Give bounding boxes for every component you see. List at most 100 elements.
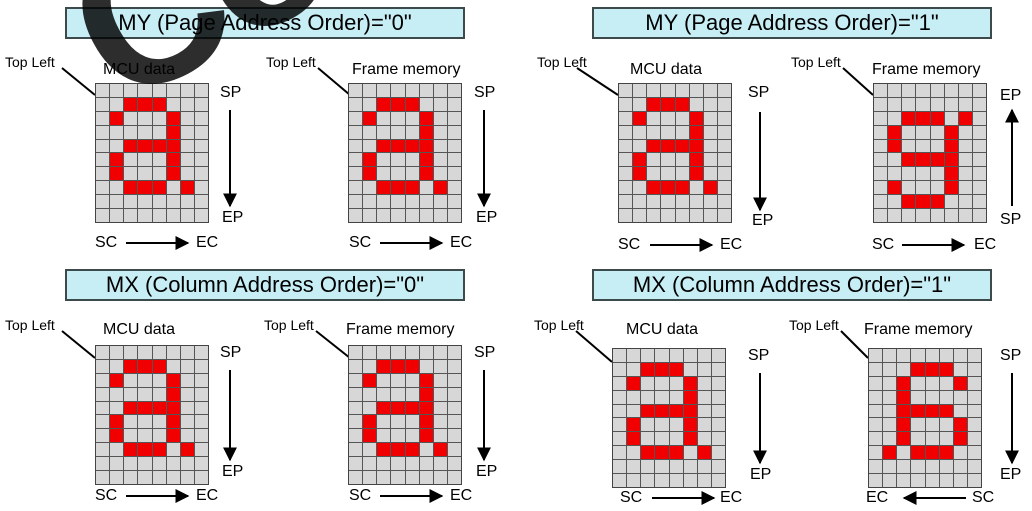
pixel-off: [627, 404, 641, 418]
pixel-off: [902, 139, 916, 153]
pixel-off: [641, 474, 655, 487]
pixel-on: [152, 401, 166, 415]
pixel-off: [138, 153, 152, 167]
sp-label: SP: [474, 84, 496, 101]
pixel-off: [916, 209, 930, 222]
pixel-off: [902, 209, 916, 222]
pixel-off: [377, 84, 391, 97]
pixel-off: [641, 460, 655, 474]
pixel-off: [697, 432, 711, 446]
pixel-off: [363, 471, 377, 484]
pixel-off: [96, 401, 110, 415]
pixel-on: [419, 139, 433, 153]
pixel-off: [647, 125, 661, 139]
pixel-on: [689, 153, 703, 167]
pixel-off: [669, 418, 683, 432]
pixel-off: [194, 373, 208, 387]
pixel-off: [916, 139, 930, 153]
pixel-off: [194, 167, 208, 181]
pixel-off: [96, 153, 110, 167]
pixel-on: [363, 153, 377, 167]
pixel-on: [944, 153, 958, 167]
pixel-off: [194, 195, 208, 209]
pixel-off: [124, 84, 138, 97]
pixel-off: [377, 457, 391, 471]
pixel-off: [953, 349, 967, 362]
pixel-off: [888, 209, 902, 222]
pixel-off: [419, 457, 433, 471]
pixel-off: [96, 139, 110, 153]
pixel-on: [363, 373, 377, 387]
pixel-off: [349, 84, 363, 97]
pixel-on: [944, 167, 958, 181]
pixel-off: [711, 418, 725, 432]
pixel-off: [916, 97, 930, 111]
pixel-on: [377, 401, 391, 415]
ep-label: EP: [222, 463, 244, 480]
ep-label: EP: [752, 212, 774, 229]
pixel-off: [349, 429, 363, 443]
pixel-on: [110, 167, 124, 181]
pixel-off: [703, 153, 717, 167]
pixel-off: [180, 167, 194, 181]
pixel-off: [180, 387, 194, 401]
pixel-off: [619, 181, 633, 195]
pixel-off: [613, 404, 627, 418]
pixel-off: [613, 349, 627, 362]
pixel-on: [939, 446, 953, 460]
pixel-off: [405, 471, 419, 484]
pixel-on: [633, 167, 647, 181]
pixel-off: [972, 84, 986, 97]
pixel-off: [447, 195, 461, 209]
pixel-off: [925, 349, 939, 362]
ec-label: EC: [720, 489, 743, 506]
pixel-off: [349, 139, 363, 153]
pixel-off: [613, 432, 627, 446]
pixel-off: [661, 125, 675, 139]
top-left-leader-my0-mcu: [61, 67, 96, 96]
pixel-off: [874, 125, 888, 139]
pixel-off: [166, 346, 180, 359]
mcu-data-label: MCU data: [630, 61, 703, 78]
pixel-off: [967, 432, 981, 446]
pixel-off: [717, 209, 731, 222]
pixel-off: [96, 457, 110, 471]
pixel-off: [180, 471, 194, 484]
pixel-off: [363, 457, 377, 471]
pixel-off: [166, 97, 180, 111]
pixel-on: [419, 387, 433, 401]
pixel-off: [717, 125, 731, 139]
pixel-off: [930, 139, 944, 153]
pixel-grid-mx0-frame: [348, 345, 462, 485]
pixel-on: [180, 443, 194, 457]
pixel-off: [675, 153, 689, 167]
pixel-off: [703, 139, 717, 153]
pixel-off: [930, 125, 944, 139]
pixel-off: [180, 125, 194, 139]
pixel-off: [897, 362, 911, 376]
pixel-on: [689, 139, 703, 153]
pixel-off: [655, 474, 669, 487]
pixel-off: [619, 167, 633, 181]
top-left-label: Top Left: [791, 54, 841, 70]
pixel-off: [883, 474, 897, 487]
pixel-on: [419, 111, 433, 125]
pixel-off: [419, 181, 433, 195]
pixel-off: [627, 446, 641, 460]
pixel-off: [869, 460, 883, 474]
pixel-off: [939, 349, 953, 362]
pixel-on: [377, 97, 391, 111]
pixel-on: [661, 97, 675, 111]
pixel-off: [897, 349, 911, 362]
pixel-off: [619, 97, 633, 111]
pixel-off: [925, 460, 939, 474]
pixel-off: [613, 362, 627, 376]
pixel-off: [447, 443, 461, 457]
pixel-off: [944, 209, 958, 222]
sp-label: SP: [748, 347, 770, 364]
pixel-on: [916, 111, 930, 125]
pixel-on: [661, 181, 675, 195]
pixel-off: [675, 209, 689, 222]
pixel-off: [641, 432, 655, 446]
